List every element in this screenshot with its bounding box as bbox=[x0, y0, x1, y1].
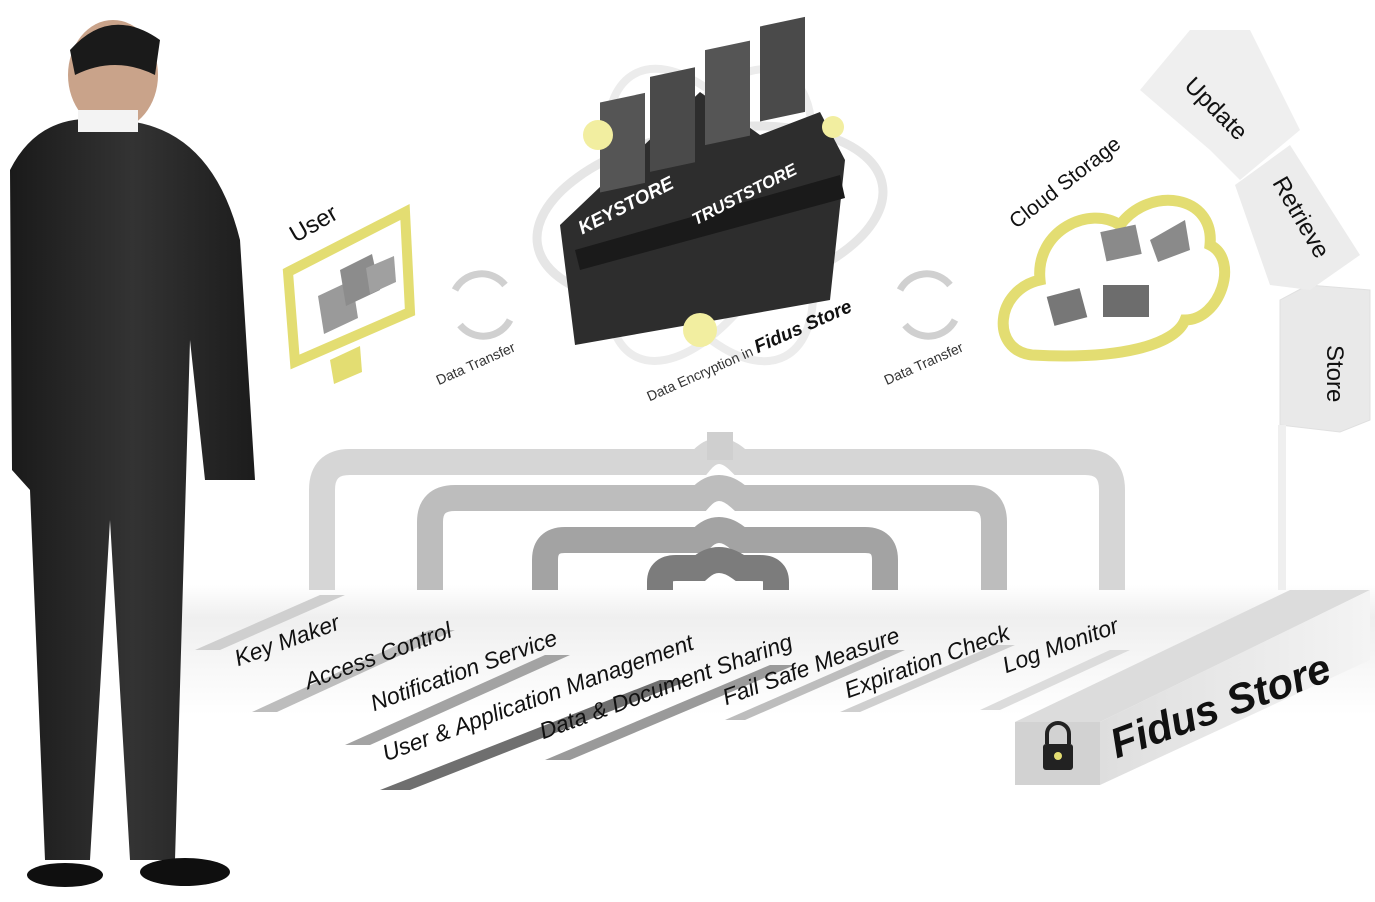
cycle-store-label: Store bbox=[1321, 345, 1348, 403]
businessman-figure bbox=[10, 20, 255, 887]
padlock-icon bbox=[1043, 721, 1073, 770]
cloud-icon bbox=[997, 194, 1231, 362]
fidus-store-platform bbox=[1015, 590, 1370, 785]
monitor-icon bbox=[282, 204, 416, 384]
feature-ribbons bbox=[195, 595, 1130, 790]
connector-pipes bbox=[309, 432, 1125, 590]
refresh-icon-right bbox=[896, 270, 959, 340]
lifecycle-arrows bbox=[1140, 30, 1371, 590]
vault-illustration bbox=[532, 16, 888, 366]
refresh-icon-left bbox=[451, 270, 514, 340]
